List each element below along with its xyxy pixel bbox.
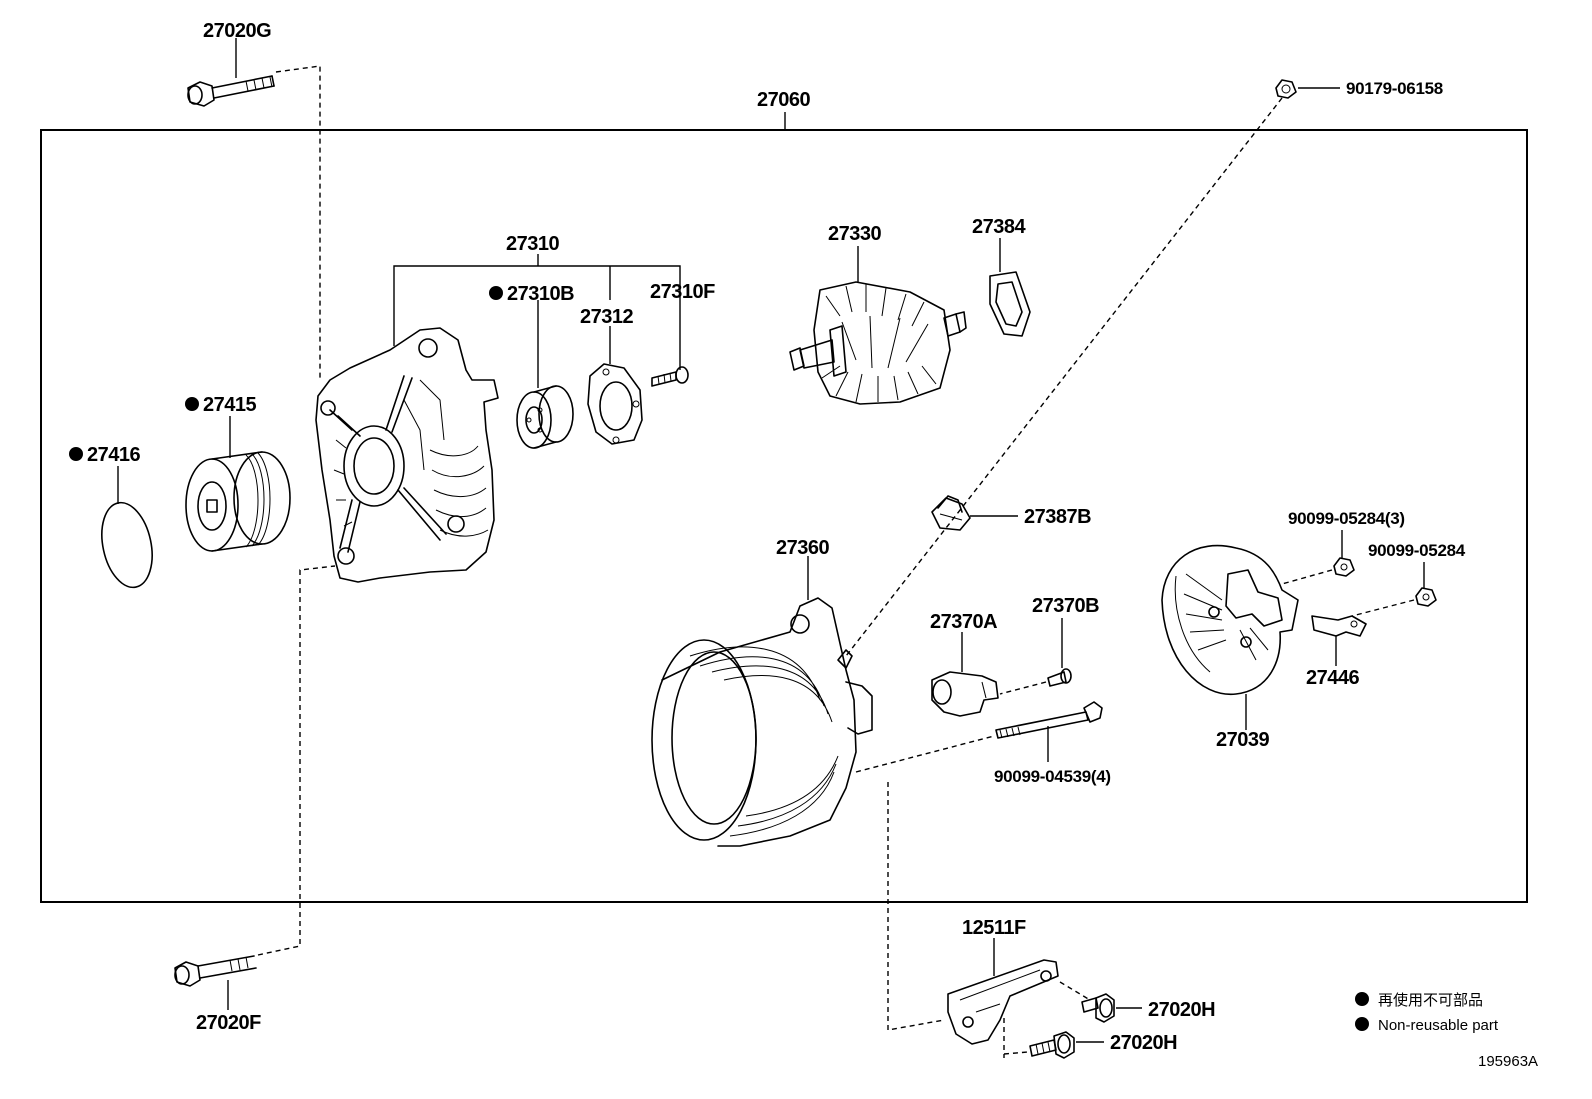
pulley-27415[interactable]: [185, 451, 291, 552]
nut-90099-05284-3[interactable]: [1333, 557, 1355, 577]
label-90099-05284-3[interactable]: 90099-05284(3): [1288, 509, 1405, 528]
label-27020H-lower[interactable]: 27020H: [1110, 1032, 1178, 1054]
brush-holder-27370A[interactable]: [931, 671, 999, 717]
nut-90179-06158[interactable]: [1275, 79, 1297, 99]
label-27020F[interactable]: 27020F: [196, 1012, 262, 1034]
through-bolt-90099-04539[interactable]: [995, 701, 1103, 739]
bearing-27310B[interactable]: [516, 385, 574, 449]
nut-90099-05284[interactable]: [1415, 587, 1437, 607]
screw-27370B[interactable]: [1047, 668, 1072, 687]
label-27039[interactable]: 27039: [1216, 729, 1270, 751]
rotor-27330[interactable]: [789, 281, 967, 405]
label-90179-06158[interactable]: 90179-06158: [1346, 79, 1443, 98]
rectifier-end-frame-27360[interactable]: [651, 597, 873, 847]
label-27415[interactable]: 27415: [203, 394, 257, 416]
bolt-27020H-upper[interactable]: [1081, 993, 1115, 1023]
legend: 再使用不可部品 Non-reusable part: [1355, 992, 1499, 1034]
label-27020G[interactable]: 27020G: [203, 20, 272, 42]
label-27360[interactable]: 27360: [776, 537, 830, 559]
label-90099-04539[interactable]: 90099-04539(4): [994, 767, 1111, 786]
legend-jp: 再使用不可部品: [1378, 992, 1483, 1009]
bracket-12511F[interactable]: [947, 959, 1059, 1045]
drive-end-frame-27310[interactable]: [315, 327, 499, 583]
terminal-plate-27446[interactable]: [1311, 615, 1367, 637]
retainer-plate-27312[interactable]: [587, 363, 643, 445]
label-27416[interactable]: 27416: [87, 444, 141, 466]
label-27370A[interactable]: 27370A: [930, 611, 998, 633]
label-90099-05284[interactable]: 90099-05284: [1368, 541, 1466, 560]
bolt-27020F[interactable]: [174, 955, 257, 987]
bolt-27020H-lower[interactable]: [1029, 1031, 1075, 1059]
label-27370B[interactable]: 27370B: [1032, 595, 1100, 617]
screw-27310F[interactable]: [651, 366, 689, 387]
label-27020H-upper[interactable]: 27020H: [1148, 999, 1216, 1021]
label-27387B[interactable]: 27387B: [1024, 506, 1092, 528]
label-27446[interactable]: 27446: [1306, 667, 1360, 689]
drawing-code: 195963A: [1478, 1053, 1538, 1070]
label-27312[interactable]: 27312: [580, 306, 634, 328]
label-27330[interactable]: 27330: [828, 223, 882, 245]
terminal-insulator-27387B[interactable]: [931, 495, 971, 531]
ring-27416[interactable]: [95, 498, 160, 592]
rear-end-cover-27039[interactable]: [1161, 544, 1299, 695]
cover-seal-27384[interactable]: [989, 271, 1031, 337]
bolt-27020G[interactable]: [187, 75, 275, 107]
label-27310[interactable]: 27310: [506, 233, 560, 255]
label-27310F[interactable]: 27310F: [650, 281, 716, 303]
legend-en: Non-reusable part: [1378, 1017, 1499, 1034]
assembly-frame: [40, 129, 1528, 903]
label-12511F[interactable]: 12511F: [962, 917, 1027, 939]
label-27384[interactable]: 27384: [972, 216, 1027, 238]
label-27310B[interactable]: 27310B: [507, 283, 575, 305]
label-27060[interactable]: 27060: [757, 89, 811, 111]
